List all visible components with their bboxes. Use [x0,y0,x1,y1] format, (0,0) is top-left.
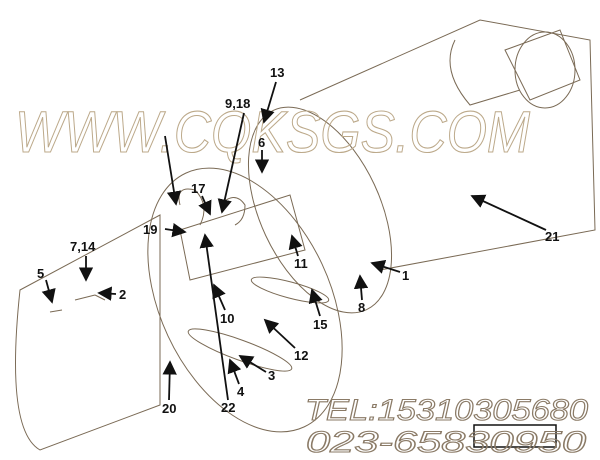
tel-text: TEL:15310305680 [305,394,588,427]
watermark-text: WWW.CQKSGS.COM [15,100,531,165]
callout-10: 10 [220,311,234,326]
callout-17: 17 [191,181,205,196]
callout-19: 19 [143,222,157,237]
callout-labels: 13 9,18 6 17 19 7,14 5 2 21 1 11 8 15 10… [37,65,559,416]
callout-11: 11 [294,256,308,271]
drawing-number-box [473,424,557,448]
callout-8: 8 [358,300,365,315]
callout-13: 13 [270,65,284,80]
callout-1: 1 [402,268,409,283]
callout-4: 4 [237,384,245,399]
callout-7-14: 7,14 [70,239,96,254]
phone-text: 023-65830950 [306,426,586,459]
callout-5: 5 [37,266,44,281]
callout-20: 20 [162,401,176,416]
callout-15: 15 [313,317,327,332]
callout-6: 6 [258,135,265,150]
leader-arrows [41,81,547,401]
callout-21: 21 [545,229,559,244]
callout-22: 22 [221,400,235,415]
muffler-drawing [15,19,596,451]
callout-3: 3 [268,368,275,383]
callout-2: 2 [119,287,126,302]
callout-12: 12 [294,348,308,363]
callout-9-18: 9,18 [225,96,250,111]
